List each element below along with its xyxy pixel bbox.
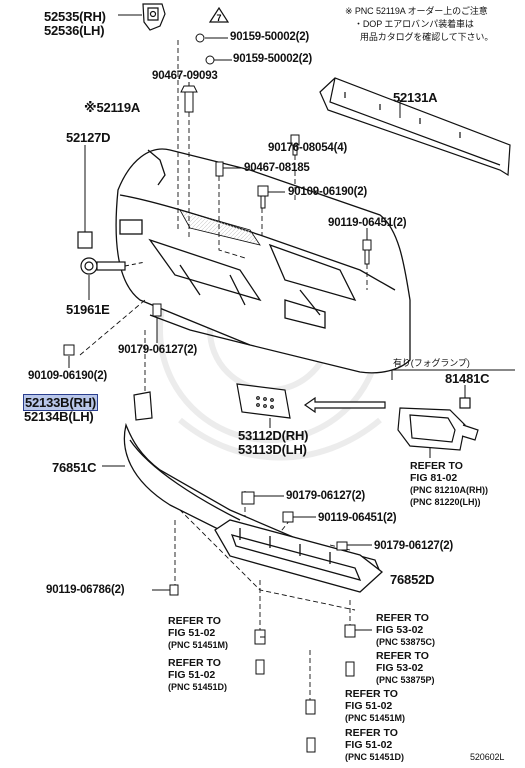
part-label-90109-b[interactable]: 90109-06190(2) (28, 370, 108, 382)
part-label-53112d[interactable]: 53112D(RH) (238, 428, 309, 443)
part-label-90176[interactable]: 90176-08054(4) (268, 142, 348, 154)
ref-fog-lamp[interactable]: REFER TO FIG 81-02 (PNC 81210A(RH)) (PNC… (410, 460, 488, 508)
ref-fig-51-02-b[interactable]: REFER TO FIG 51-02 (PNC 51451D) (168, 657, 227, 693)
part-label-90179-a[interactable]: 90179-06127(2) (118, 344, 198, 356)
ref-line: (PNC 51451M) (168, 640, 229, 650)
ref-line: FIG 51-02 (168, 627, 216, 639)
order-note-line3: 用品カタログを確認して下さい。 (360, 32, 494, 42)
left-arrow-icon (303, 396, 386, 414)
ref-line: FIG 53-02 (376, 624, 424, 636)
part-label-90179-c[interactable]: 90179-06127(2) (374, 540, 454, 552)
part-label-51961e[interactable]: 51961E (66, 302, 110, 317)
part-label-52134b[interactable]: 52134B(LH) (24, 409, 94, 424)
part-label-90109-a[interactable]: 90109-06190(2) (288, 186, 368, 198)
svg-text:7: 7 (216, 13, 221, 23)
lower-grille-part (214, 519, 384, 593)
ref-fig-51-02-c[interactable]: REFER TO FIG 51-02 (PNC 51451M) (345, 688, 405, 724)
bumper-reinforcement-part (319, 77, 511, 177)
order-note-line1: ※ PNC 52119A オーダー上のご注意 (345, 6, 488, 16)
ref-line: FIG 51-02 (345, 700, 393, 712)
retainer-clip-part (180, 85, 198, 113)
part-label-90467-09093[interactable]: 90467-09093 (152, 70, 218, 82)
ref-fig-53-02-a[interactable]: REFER TO FIG 53-02 (PNC 53875C) (376, 612, 435, 648)
part-label-90119-a[interactable]: 90119-06451(2) (328, 217, 407, 229)
ref-line: FIG 51-02 (345, 739, 393, 751)
ref-line: REFER TO (376, 612, 429, 624)
ref-line: REFER TO (345, 727, 398, 739)
ref-line: FIG 51-02 (168, 669, 216, 681)
towing-eye-part (80, 257, 126, 275)
ref-line: (PNC 51451D) (345, 752, 405, 762)
ref-line: REFER TO (168, 615, 221, 627)
part-label-76852d[interactable]: 76852D (390, 572, 435, 587)
order-note-line2: ・DOP エアロバンパ装着車は (354, 19, 474, 29)
bracket-pad-part (77, 231, 93, 249)
fog-lamp-part (397, 397, 479, 451)
ref-line: REFER TO (345, 688, 398, 700)
figure-code: 520602L (470, 752, 505, 762)
clip-part (195, 33, 215, 65)
part-label-53113d[interactable]: 53113D(LH) (238, 442, 307, 457)
part-label-90179-b[interactable]: 90179-06127(2) (286, 490, 366, 502)
part-label-52127d[interactable]: 52127D (66, 130, 111, 145)
part-label-52535[interactable]: 52535(RH) (44, 9, 106, 24)
ref-line: FIG 81-02 (410, 472, 458, 484)
ref-line: (PNC 51451D) (168, 682, 228, 692)
ref-line: REFER TO (410, 460, 463, 472)
part-label-81481c[interactable]: 81481C (445, 371, 490, 386)
part-label-52131a[interactable]: 52131A (393, 90, 438, 105)
ref-fig-53-02-b[interactable]: REFER TO FIG 53-02 (PNC 53875P) (376, 650, 435, 686)
ref-fig-51-02-d[interactable]: REFER TO FIG 51-02 (PNC 51451D) (345, 727, 404, 763)
ref-line: (PNC 81210A(RH)) (410, 485, 489, 495)
bolt-part (63, 161, 372, 356)
ref-line: FIG 53-02 (376, 662, 424, 674)
ref-line: (PNC 53875C) (376, 637, 436, 647)
ref-line: (PNC 81220(LH)) (410, 497, 481, 507)
part-label-52133b-selected[interactable]: 52133B(RH) (23, 394, 98, 411)
ref-line: REFER TO (168, 657, 221, 669)
part-label-90467-08185[interactable]: 90467-08185 (244, 162, 310, 174)
part-label-90119-b[interactable]: 90119-06451(2) (318, 512, 397, 524)
part-label-76851c[interactable]: 76851C (52, 460, 97, 475)
part-label-52536[interactable]: 52536(LH) (44, 23, 105, 38)
ref-fig-51-02-a[interactable]: REFER TO FIG 51-02 (PNC 51451M) (168, 615, 228, 651)
side-bracket-part (142, 3, 166, 31)
ref-line: (PNC 53875P) (376, 675, 435, 685)
part-label-90159-warning[interactable]: 90159-50002(2) (230, 31, 310, 43)
ref-line: REFER TO (376, 650, 429, 662)
ref-line: (PNC 51451M) (345, 713, 406, 723)
part-label-90159[interactable]: 90159-50002(2) (233, 53, 313, 65)
part-label-90119-c[interactable]: 90119-06786(2) (46, 584, 125, 596)
warning-triangle-icon: 7 (208, 6, 230, 23)
part-label-52119a[interactable]: ※52119A (84, 100, 141, 115)
fog-lamp-cover-part (236, 383, 291, 419)
side-retainer-part (133, 391, 153, 421)
fog-lamp-option-label: 有り(フォグランプ) (393, 358, 470, 368)
